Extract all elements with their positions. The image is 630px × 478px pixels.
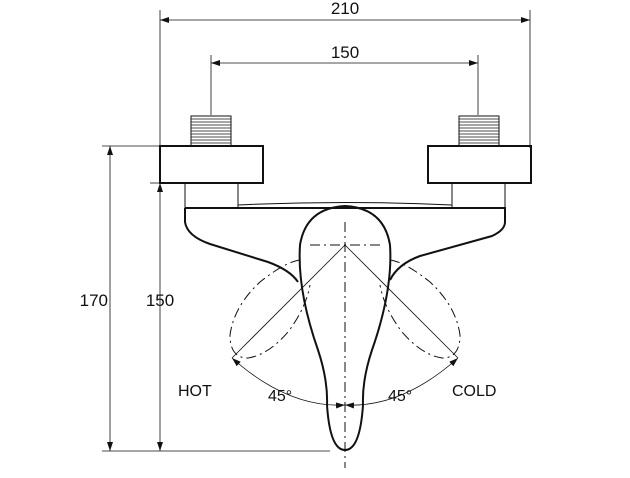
left-thread-connector xyxy=(190,115,232,147)
inlet-height-label: 150 xyxy=(146,291,174,310)
hot-angle-label: 45° xyxy=(268,388,292,405)
left-wall-flange xyxy=(159,145,264,184)
dimension-center-distance: 150 xyxy=(210,43,479,115)
overall-width-label: 210 xyxy=(331,0,359,18)
dimension-overall-height: 170 xyxy=(80,145,330,452)
faucet-body xyxy=(184,202,506,283)
cold-angle-label: 45° xyxy=(388,388,412,405)
dimension-overall-width: 210 xyxy=(159,0,531,148)
rotation-angle-arcs xyxy=(231,244,459,409)
lever-handle-cold-position xyxy=(379,259,461,359)
center-lines xyxy=(310,222,380,468)
lever-handle-hot-position xyxy=(229,259,311,359)
center-distance-label: 150 xyxy=(331,43,359,62)
dimension-inlet-height: 150 xyxy=(146,182,174,451)
hot-label: HOT xyxy=(178,383,212,400)
eccentric-necks xyxy=(184,183,506,208)
right-wall-flange xyxy=(427,145,532,184)
cold-label: COLD xyxy=(452,383,496,400)
overall-height-label: 170 xyxy=(80,291,108,310)
right-thread-connector xyxy=(458,115,500,147)
